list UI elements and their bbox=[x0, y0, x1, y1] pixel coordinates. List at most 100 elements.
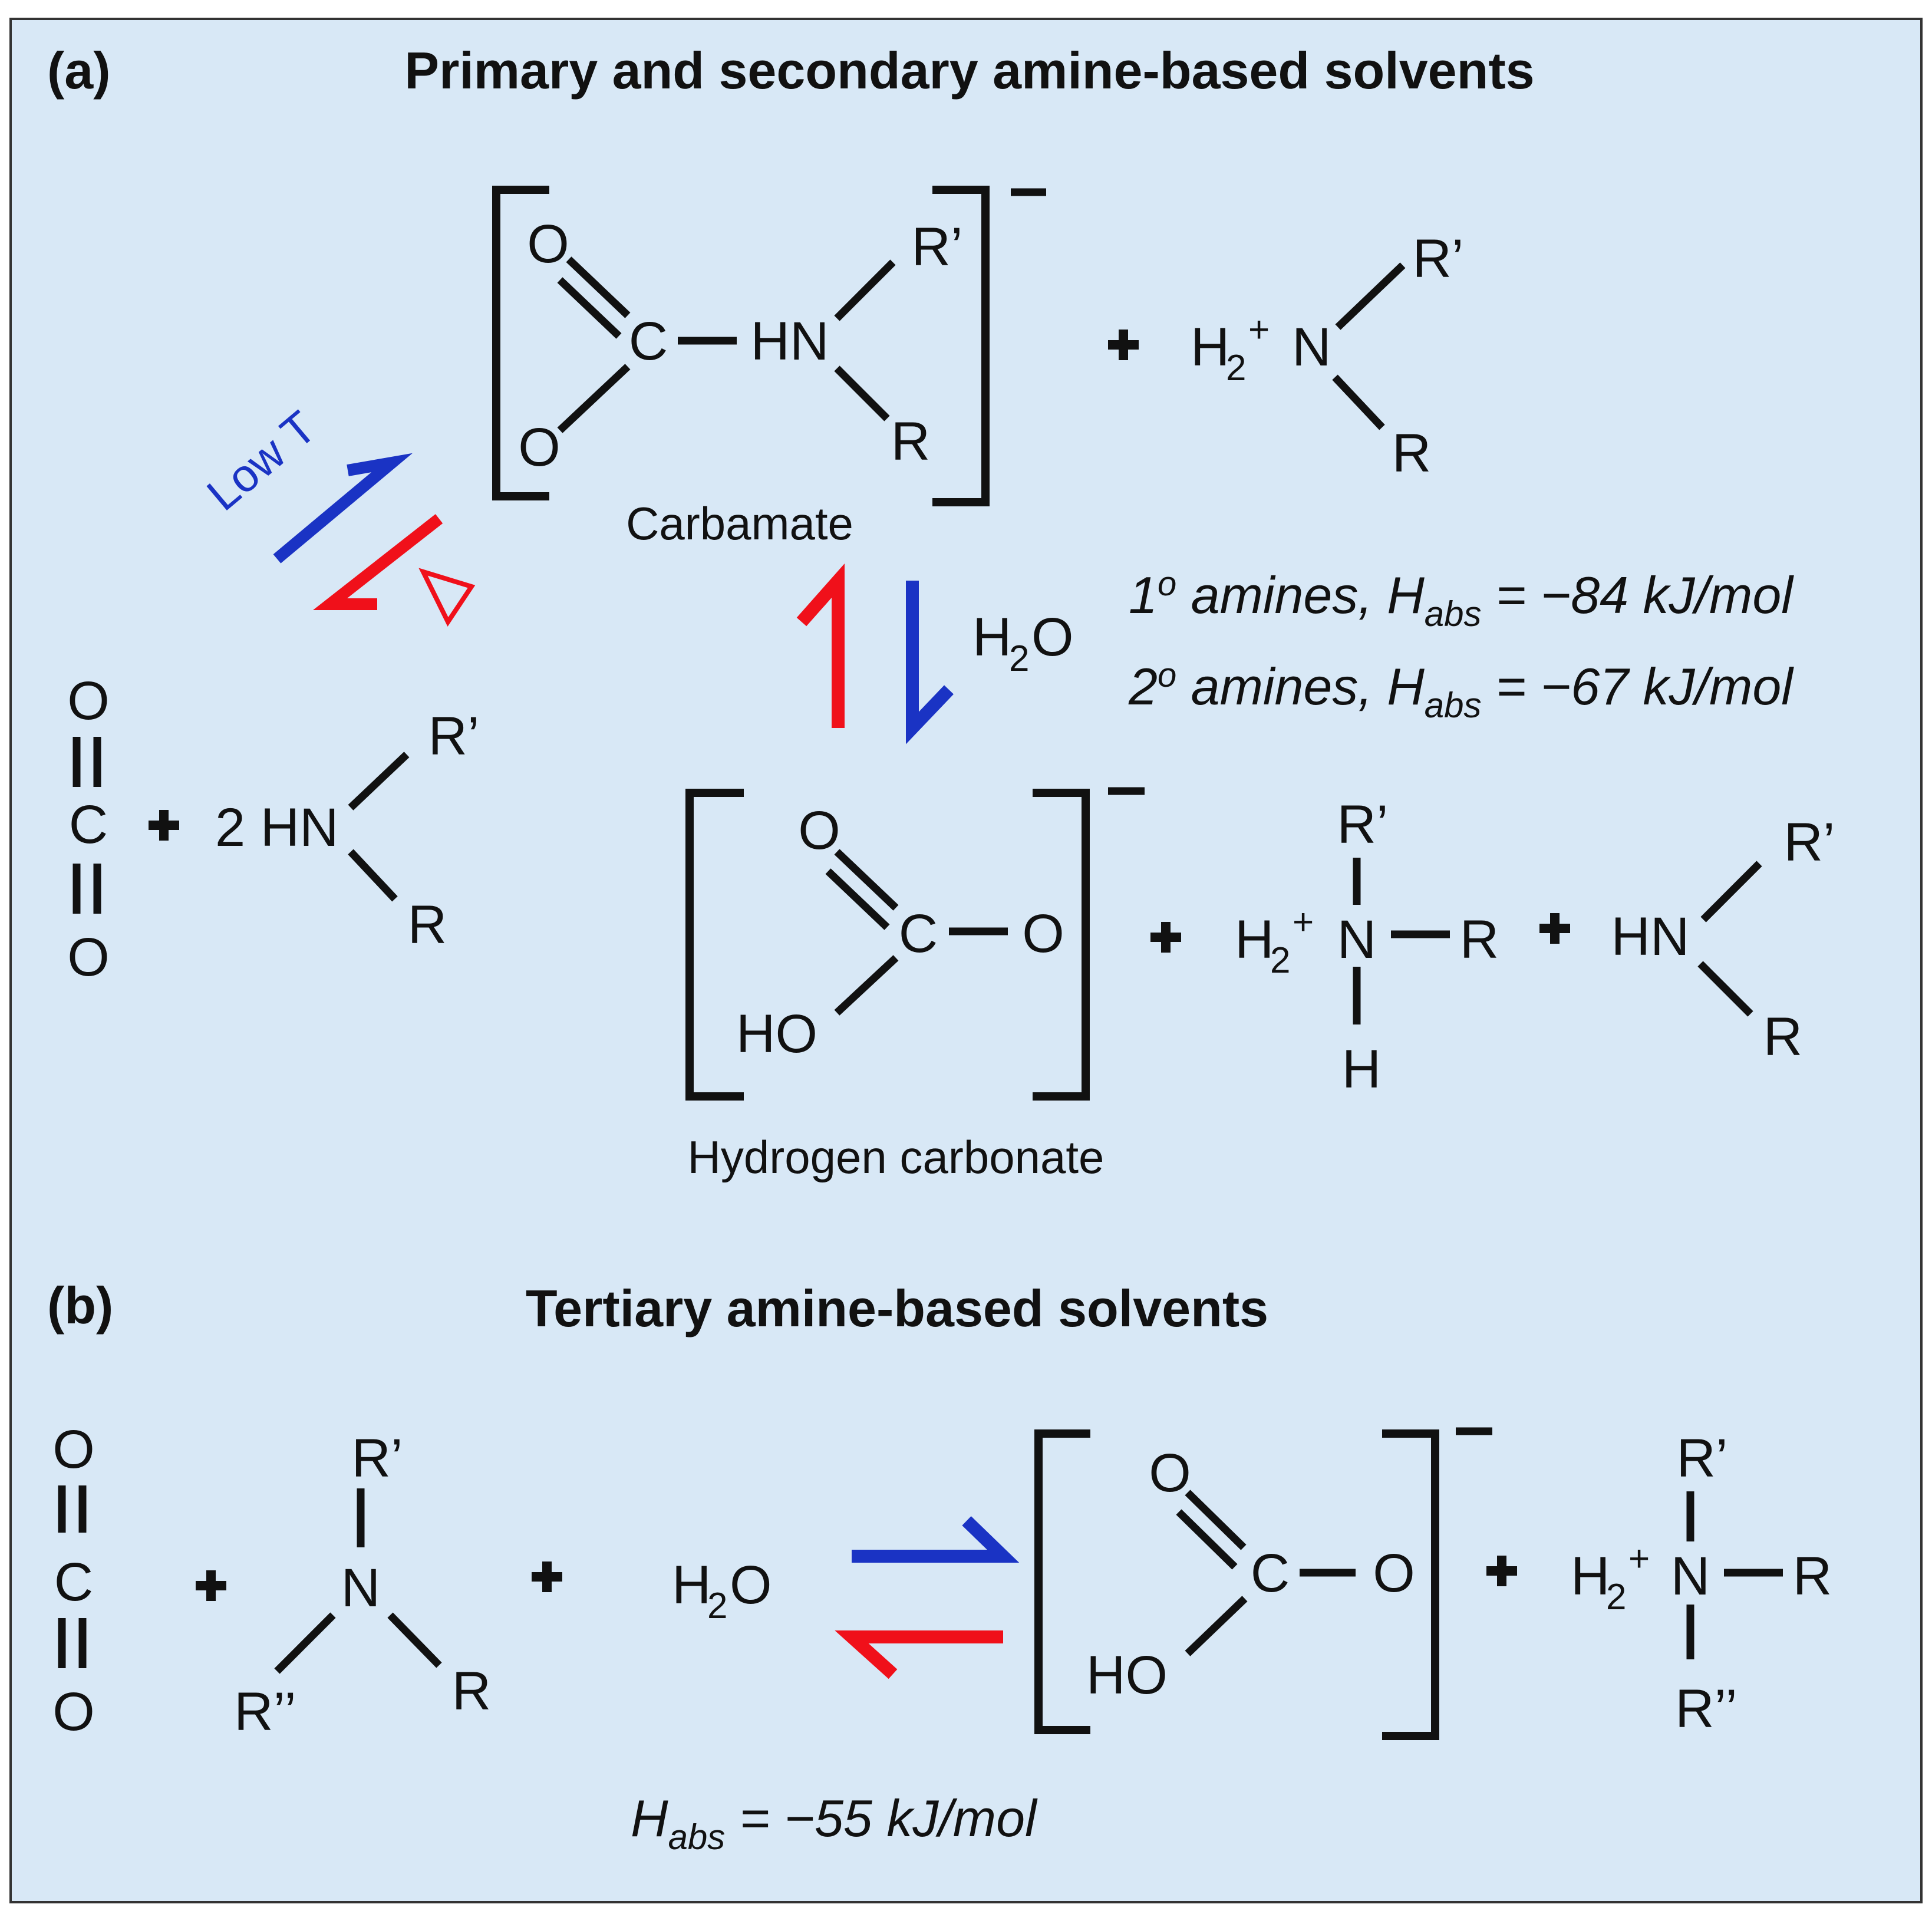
svg-text:R: R bbox=[1460, 910, 1499, 970]
n-r-bond bbox=[834, 365, 890, 421]
plus-sign bbox=[196, 1570, 226, 1601]
svg-text:2: 2 bbox=[1606, 1577, 1626, 1617]
svg-text:O: O bbox=[730, 1555, 772, 1615]
svg-text:R’: R’ bbox=[352, 1428, 403, 1488]
svg-text:H: H bbox=[1571, 1546, 1610, 1606]
forward-arrow-blue bbox=[852, 1516, 1020, 1563]
svg-text:Habs = −55 kJ/mol: Habs = −55 kJ/mol bbox=[631, 1789, 1038, 1857]
svg-text:H: H bbox=[1342, 1039, 1381, 1099]
svg-text:2: 2 bbox=[1226, 348, 1246, 388]
svg-text:O: O bbox=[1373, 1543, 1415, 1603]
ammonium-cation-b: R’ H 2 + N R R’’ bbox=[1571, 1428, 1832, 1739]
up-arrow-red bbox=[796, 563, 845, 728]
left-bracket bbox=[492, 186, 549, 500]
svg-text:HO: HO bbox=[736, 1004, 817, 1064]
panel-b-label: (b) bbox=[47, 1276, 113, 1335]
plus-sign bbox=[532, 1561, 562, 1592]
svg-text:+: + bbox=[1248, 309, 1270, 350]
svg-text:N: N bbox=[1671, 1546, 1710, 1606]
svg-text:R’: R’ bbox=[1677, 1428, 1728, 1488]
svg-text:2o amines, Habs = −67 kJ/mol: 2o amines, Habs = −67 kJ/mol bbox=[1128, 656, 1794, 725]
panel-background bbox=[9, 18, 1923, 1903]
svg-text:2: 2 bbox=[707, 1586, 727, 1626]
secondary-amine-reactant: 2 HN R’ R bbox=[215, 706, 479, 955]
bicarbonate-anion-a: O C O HO bbox=[685, 787, 1145, 1101]
svg-text:1o amines, Habs = −84 kJ/mol: 1o amines, Habs = −84 kJ/mol bbox=[1129, 565, 1794, 634]
carbamate-anion: O C O HN R’ R bbox=[492, 186, 1046, 506]
svg-text:R’: R’ bbox=[428, 706, 480, 766]
double-bond-b bbox=[557, 277, 622, 339]
carbamate-caption: Carbamate bbox=[626, 498, 853, 549]
svg-text:R’: R’ bbox=[1784, 812, 1835, 872]
svg-text:R: R bbox=[452, 1661, 491, 1721]
svg-text:O: O bbox=[67, 671, 110, 731]
svg-text:+: + bbox=[1628, 1539, 1650, 1579]
plus-sign bbox=[1486, 1556, 1517, 1586]
plus-sign bbox=[1108, 330, 1139, 360]
panel-b-title: Tertiary amine-based solvents bbox=[526, 1279, 1268, 1338]
free-amine-product: HN R’ R bbox=[1611, 812, 1835, 1067]
svg-text:C: C bbox=[54, 1552, 93, 1612]
reverse-arrow-red bbox=[835, 1630, 1003, 1679]
svg-text:O: O bbox=[52, 1682, 95, 1742]
forward-arrow-blue bbox=[273, 453, 413, 564]
left-bracket bbox=[685, 789, 744, 1101]
svg-text:HN: HN bbox=[1611, 907, 1690, 967]
svg-text:R’’: R’’ bbox=[1675, 1679, 1738, 1739]
left-bracket bbox=[1034, 1429, 1090, 1734]
n-r1-bond bbox=[834, 259, 896, 321]
svg-text:C: C bbox=[69, 795, 108, 855]
svg-text:O: O bbox=[1022, 904, 1064, 964]
svg-text:R’: R’ bbox=[1413, 229, 1464, 289]
down-arrow-blue bbox=[906, 581, 954, 744]
co2-reactant-a: O C O bbox=[67, 671, 110, 987]
horizontal-equilibrium-arrows bbox=[835, 1516, 1020, 1679]
svg-text:C: C bbox=[1251, 1543, 1290, 1603]
water-label-a: H bbox=[972, 607, 1011, 667]
svg-text:O: O bbox=[67, 927, 110, 987]
energy-primary: 1o amines, Habs = −84 kJ/mol bbox=[1129, 565, 1794, 634]
vertical-equilibrium-arrows: H 2 O bbox=[796, 563, 1074, 744]
plus-sign bbox=[1539, 913, 1570, 944]
co2-reactant-b: O C O bbox=[52, 1419, 95, 1742]
plus-sign bbox=[149, 810, 179, 841]
water-label-a-o: O bbox=[1031, 607, 1074, 667]
carbamate-c: C bbox=[629, 311, 668, 371]
carbamate-r: R bbox=[891, 411, 930, 472]
svg-text:H: H bbox=[1191, 317, 1229, 377]
plus-sign bbox=[1150, 922, 1181, 953]
svg-text:2: 2 bbox=[1270, 940, 1290, 981]
water-label-a-sub: 2 bbox=[1009, 638, 1029, 679]
svg-text:2 HN: 2 HN bbox=[215, 798, 339, 858]
svg-text:+: + bbox=[1293, 902, 1314, 943]
double-bond-a bbox=[566, 256, 631, 318]
svg-text:N: N bbox=[1292, 317, 1331, 377]
energy-secondary: 2o amines, Habs = −67 kJ/mol bbox=[1128, 656, 1794, 725]
reverse-arrow-red bbox=[313, 514, 443, 610]
panel-a-title: Primary and secondary amine-based solven… bbox=[404, 41, 1534, 100]
right-bracket bbox=[1382, 1429, 1439, 1740]
water-reactant-b: H 2 O bbox=[672, 1555, 772, 1626]
svg-text:R: R bbox=[1763, 1007, 1802, 1067]
svg-text:N: N bbox=[1337, 910, 1376, 970]
svg-text:R’: R’ bbox=[1337, 795, 1389, 855]
svg-text:R: R bbox=[1793, 1546, 1832, 1606]
carbamate-r1: R’ bbox=[912, 217, 963, 277]
carbamate-hn: HN bbox=[751, 311, 829, 371]
svg-text:O: O bbox=[798, 800, 840, 861]
svg-text:H: H bbox=[1235, 910, 1274, 970]
c-o-single-bond bbox=[557, 364, 631, 433]
svg-text:R’’: R’’ bbox=[234, 1682, 296, 1742]
svg-text:R: R bbox=[408, 895, 447, 955]
svg-text:H: H bbox=[672, 1555, 711, 1615]
svg-text:O: O bbox=[52, 1419, 95, 1480]
ammonium-cation-top: H 2 + N R’ R bbox=[1191, 229, 1463, 483]
svg-text:N: N bbox=[341, 1558, 380, 1618]
svg-text:R: R bbox=[1392, 423, 1431, 483]
right-bracket bbox=[932, 186, 990, 506]
ammonium-cation-a2: R’ H 2 + N R H bbox=[1235, 795, 1499, 1099]
panel-a-label: (a) bbox=[47, 41, 111, 100]
carbamate-o-bottom: O bbox=[518, 417, 561, 477]
svg-text:HO: HO bbox=[1086, 1645, 1168, 1705]
